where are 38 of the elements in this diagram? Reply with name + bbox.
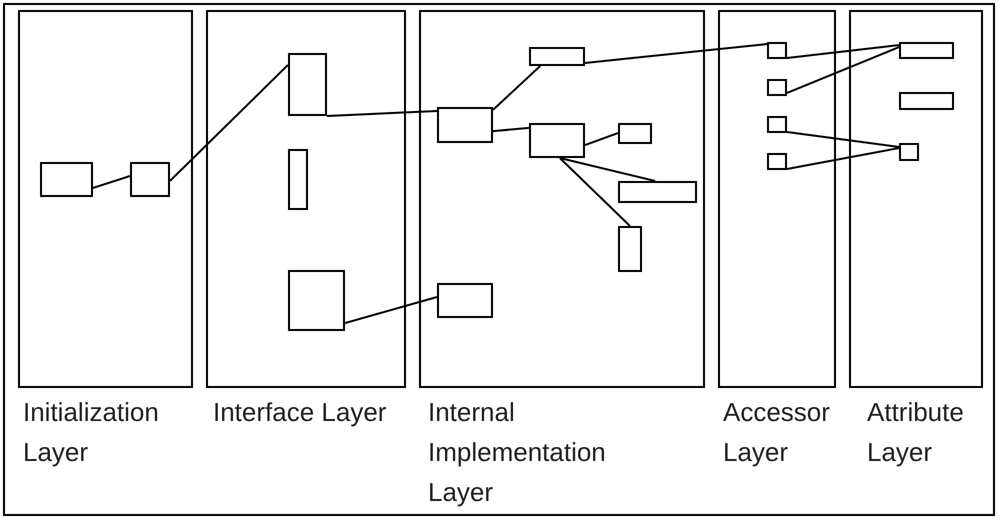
connector-line xyxy=(344,296,438,324)
module-box xyxy=(288,53,327,116)
module-box xyxy=(899,143,919,161)
layer-label: Interface Layer xyxy=(213,396,388,429)
connector-line xyxy=(786,44,900,59)
module-box xyxy=(767,42,787,59)
layer-label: Attribute Layer xyxy=(867,396,965,469)
connector-line xyxy=(559,157,631,227)
module-box xyxy=(767,79,787,96)
module-box xyxy=(618,181,697,203)
module-box xyxy=(899,42,954,59)
module-box xyxy=(437,107,493,143)
module-box xyxy=(288,149,308,210)
module-box xyxy=(618,123,652,144)
connector-line xyxy=(326,110,438,117)
connector-line xyxy=(584,43,768,64)
connector-line xyxy=(492,65,541,111)
layer-label: Accessor Layer xyxy=(723,396,831,469)
connector-line xyxy=(560,157,656,182)
module-box xyxy=(529,47,585,66)
module-box xyxy=(767,153,787,170)
connector-line xyxy=(92,175,130,189)
module-box xyxy=(767,116,787,133)
layer-label: Initialization Layer xyxy=(23,396,160,469)
module-box xyxy=(618,226,642,272)
connector-line xyxy=(786,147,900,170)
connector-line xyxy=(786,46,900,94)
module-box xyxy=(437,283,493,318)
module-box xyxy=(899,92,954,110)
module-box xyxy=(288,270,345,331)
connector-line xyxy=(584,132,618,146)
connector-line xyxy=(492,126,530,132)
module-box xyxy=(529,123,585,158)
connector-line xyxy=(169,64,289,182)
connector-line xyxy=(786,130,900,148)
module-box xyxy=(40,162,93,197)
layer-label: Internal Implementation Layer xyxy=(428,396,607,509)
module-box xyxy=(130,162,170,197)
